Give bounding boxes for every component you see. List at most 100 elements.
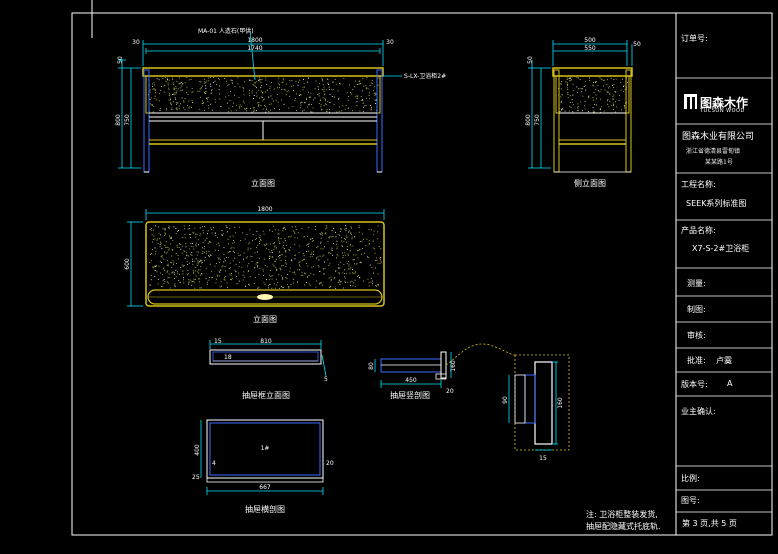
- stone-speck: [154, 270, 156, 271]
- stone-speck: [189, 234, 191, 235]
- stone-speck: [275, 278, 277, 280]
- stone-speck: [339, 83, 341, 85]
- stone-speck: [327, 79, 329, 81]
- stone-speck: [335, 231, 336, 233]
- stone-speck: [195, 242, 197, 244]
- stone-speck: [331, 96, 333, 97]
- stone-speck: [238, 280, 240, 282]
- stone-speck: [274, 266, 276, 268]
- stone-speck: [196, 254, 198, 256]
- stone-speck: [582, 88, 583, 90]
- stone-speck: [221, 285, 222, 287]
- stone-speck: [182, 270, 184, 272]
- stone-speck: [231, 277, 233, 279]
- stone-speck: [173, 226, 175, 228]
- stone-speck: [577, 110, 579, 111]
- stone-speck: [329, 109, 330, 110]
- stone-speck: [296, 109, 297, 111]
- stone-speck: [268, 249, 270, 251]
- stone-speck: [615, 106, 617, 108]
- stone-speck: [171, 250, 173, 251]
- stone-speck: [214, 249, 216, 251]
- stone-speck: [299, 245, 301, 247]
- stone-speck: [188, 282, 190, 283]
- stone-speck: [181, 82, 182, 83]
- stone-speck: [354, 236, 356, 238]
- stone-speck: [367, 278, 369, 280]
- stone-speck: [609, 86, 611, 88]
- stone-speck: [345, 235, 347, 237]
- front-elevation: [142, 67, 384, 173]
- stone-speck: [293, 230, 294, 232]
- stone-speck: [331, 247, 333, 249]
- stone-speck: [328, 252, 330, 254]
- stone-speck: [191, 91, 193, 93]
- stone-speck: [207, 233, 208, 235]
- stone-speck: [239, 106, 241, 108]
- stone-speck: [325, 89, 327, 91]
- stone-speck: [352, 89, 354, 90]
- stone-speck: [234, 86, 236, 87]
- stone-speck: [208, 255, 209, 257]
- stone-speck: [626, 77, 628, 79]
- stone-speck: [368, 281, 370, 283]
- stone-speck: [600, 98, 601, 100]
- stone-speck: [379, 263, 381, 264]
- stone-speck: [584, 100, 586, 102]
- stone-speck: [176, 271, 178, 273]
- review-label: 审核:: [687, 331, 706, 340]
- stone-speck: [367, 256, 368, 258]
- stone-speck: [154, 275, 156, 277]
- stone-speck: [377, 284, 379, 286]
- drawer-front-elevation: [209, 349, 327, 377]
- dim-ds-bottom: 20: [446, 388, 454, 395]
- stone-speck: [251, 261, 253, 262]
- stone-speck: [262, 270, 264, 272]
- stone-speck: [170, 261, 171, 263]
- stone-speck: [291, 258, 293, 260]
- stone-speck: [331, 236, 333, 238]
- stone-speck: [204, 92, 205, 94]
- stone-speck: [347, 249, 348, 251]
- stone-speck: [244, 108, 246, 110]
- stone-speck: [294, 243, 296, 245]
- stone-speck: [238, 96, 240, 98]
- stone-speck: [176, 107, 178, 109]
- stone-speck: [268, 97, 270, 99]
- stone-speck: [273, 88, 275, 90]
- stone-speck: [226, 102, 228, 104]
- stone-speck: [294, 99, 296, 101]
- stone-speck: [595, 94, 597, 96]
- dim-dp-right: 20: [326, 460, 334, 467]
- stone-speck: [204, 93, 206, 94]
- stone-speck: [219, 271, 221, 273]
- stone-speck: [209, 77, 211, 78]
- stone-speck: [560, 108, 562, 110]
- stone-speck: [364, 252, 366, 254]
- stone-speck: [172, 77, 173, 79]
- stone-speck: [186, 252, 187, 254]
- stone-speck: [164, 233, 166, 235]
- stone-speck: [336, 111, 338, 113]
- stone-speck: [276, 270, 278, 272]
- stone-speck: [320, 104, 322, 106]
- stone-speck: [196, 245, 197, 247]
- stone-speck: [571, 98, 573, 100]
- stone-speck: [359, 248, 361, 250]
- stone-speck: [277, 101, 279, 103]
- stone-speck: [279, 87, 280, 89]
- stone-speck: [204, 78, 205, 80]
- stone-speck: [182, 273, 184, 275]
- stone-speck: [359, 82, 361, 84]
- stone-speck: [318, 259, 320, 261]
- stone-speck: [160, 234, 162, 236]
- stone-speck: [333, 227, 334, 229]
- stone-speck: [321, 109, 323, 111]
- stone-speck: [168, 225, 170, 227]
- stone-speck: [365, 85, 367, 87]
- stone-speck: [267, 89, 268, 91]
- stone-speck: [258, 286, 260, 288]
- logo: [684, 94, 697, 109]
- stone-speck: [262, 92, 264, 94]
- stone-speck: [612, 104, 614, 105]
